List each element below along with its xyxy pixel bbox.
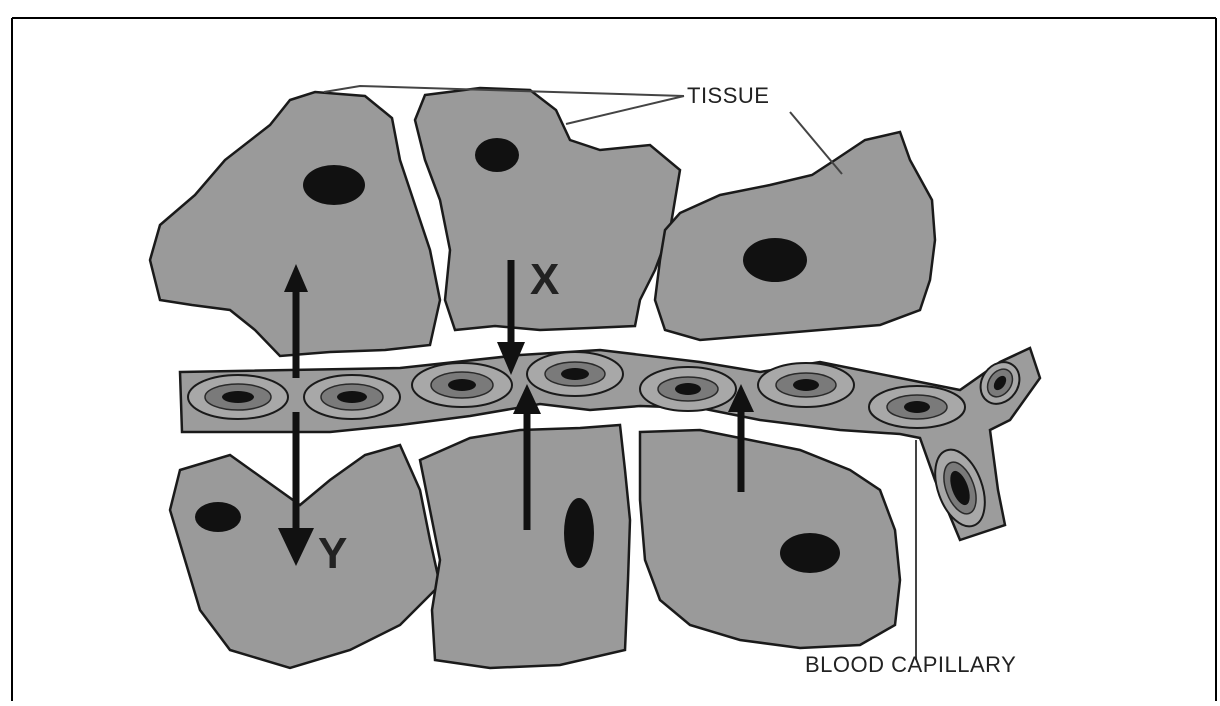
endothelial-cell	[412, 363, 512, 407]
blood-capillary-label: BLOOD CAPILLARY	[805, 652, 1016, 677]
endothelial-cell	[527, 352, 623, 396]
endothelial-cell	[188, 375, 288, 419]
endothelial-cell	[869, 386, 965, 428]
tissue-cell-top-right	[655, 132, 935, 340]
tissue-cell-bottom-left	[170, 445, 440, 668]
nucleus	[303, 165, 365, 205]
tissue-label: TISSUE	[687, 83, 769, 108]
endothelial-cell	[758, 363, 854, 407]
nucleus	[564, 498, 594, 568]
nucleus	[475, 138, 519, 172]
nucleus	[195, 502, 241, 532]
endothelial-cell	[304, 375, 400, 419]
nucleus	[780, 533, 840, 573]
tissue-leader-line-right	[790, 112, 842, 174]
nucleus	[743, 238, 807, 282]
y-label: Y	[318, 529, 347, 578]
endothelial-cell	[640, 367, 736, 411]
x-label: X	[530, 255, 559, 304]
tissue-cell-bottom-right	[640, 430, 900, 648]
tissue-leader-line-middle	[566, 96, 684, 124]
